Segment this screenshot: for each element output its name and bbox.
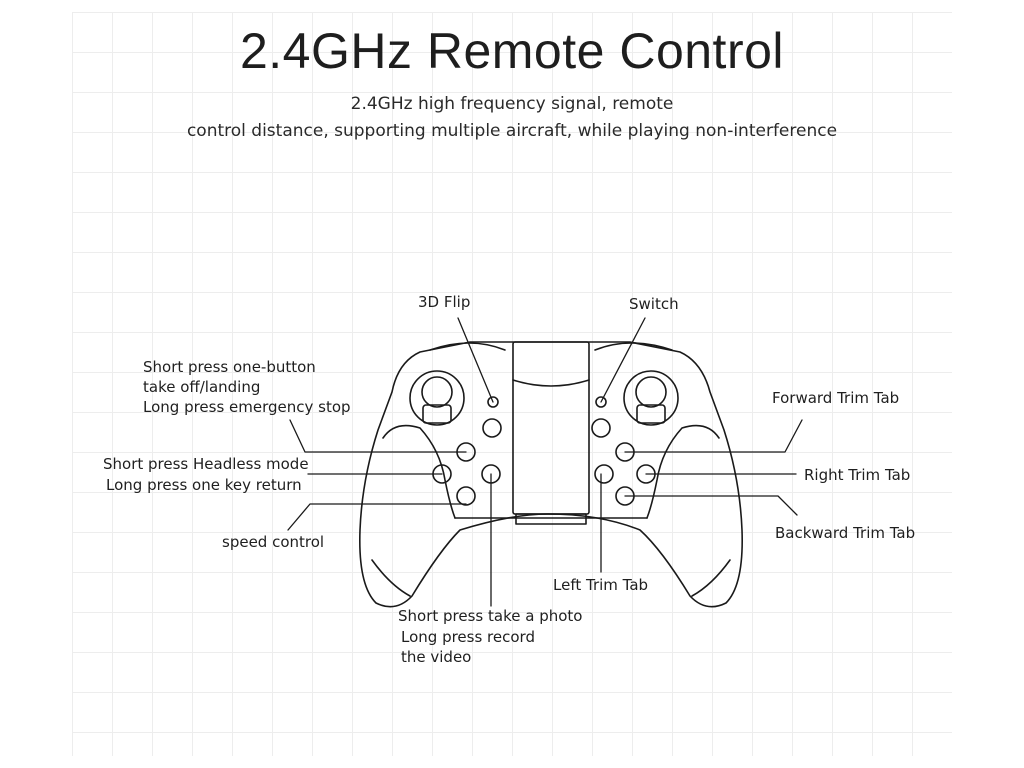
label-forward-trim: Forward Trim Tab: [772, 389, 900, 407]
label-takeoff-3: Long press emergency stop: [143, 398, 351, 416]
label-photo-2: Long press record: [401, 628, 535, 646]
grip-right-inner: [646, 424, 720, 519]
right-joystick-stem: [636, 404, 666, 424]
label-photo-3: the video: [401, 648, 472, 666]
phone-clamp-top: [512, 379, 590, 387]
forward-trim-button[interactable]: [591, 418, 611, 438]
label-right-trim: Right Trim Tab: [804, 466, 911, 484]
label-switch: Switch: [629, 295, 679, 313]
subtitle-line-1: 2.4GHz high frequency signal, remote: [350, 94, 674, 114]
left-joystick-base: [409, 370, 465, 426]
label-headless-1: Short press Headless mode: [103, 455, 309, 473]
grip-right-bottom: [691, 559, 731, 597]
phone-clamp: [512, 341, 590, 515]
grid-background: [72, 12, 952, 756]
label-headless-2: Long press one key return: [106, 476, 302, 494]
label-takeoff-2: take off/landing: [143, 378, 261, 396]
leader-switch: [600, 317, 646, 403]
label-photo-1: Short press take a photo: [398, 607, 583, 625]
label-3d-flip: 3D Flip: [418, 293, 471, 311]
label-left-trim: Left Trim Tab: [553, 576, 649, 594]
leader-takeoff: [289, 419, 467, 453]
left-joystick-cap: [421, 376, 453, 408]
phone-clamp-base: [515, 513, 587, 525]
left-trim-button[interactable]: [594, 464, 614, 484]
left-joystick-stem: [422, 404, 452, 424]
speed-button[interactable]: [456, 486, 476, 506]
takeoff-button[interactable]: [482, 418, 502, 438]
label-takeoff-1: Short press one-button: [143, 358, 316, 376]
flip-button[interactable]: [487, 396, 499, 408]
leader-forward-trim: [624, 419, 803, 453]
switch-button[interactable]: [595, 396, 607, 408]
shoulder-right: [594, 342, 673, 351]
leader-flip: [457, 317, 494, 403]
label-speed-control: speed control: [222, 533, 325, 551]
leader-lines: [287, 317, 803, 607]
leader-speed: [287, 503, 467, 531]
page-title: 2.4GHz Remote Control: [239, 23, 785, 79]
right-joystick-cap: [635, 376, 667, 408]
right-joystick-base: [623, 370, 679, 426]
label-backward-trim: Backward Trim Tab: [775, 524, 916, 542]
subtitle-line-2: control distance, supporting multiple ai…: [186, 121, 838, 141]
leader-backward-trim: [624, 495, 798, 516]
grip-left-bottom: [371, 559, 411, 597]
shoulder-left: [429, 342, 506, 351]
